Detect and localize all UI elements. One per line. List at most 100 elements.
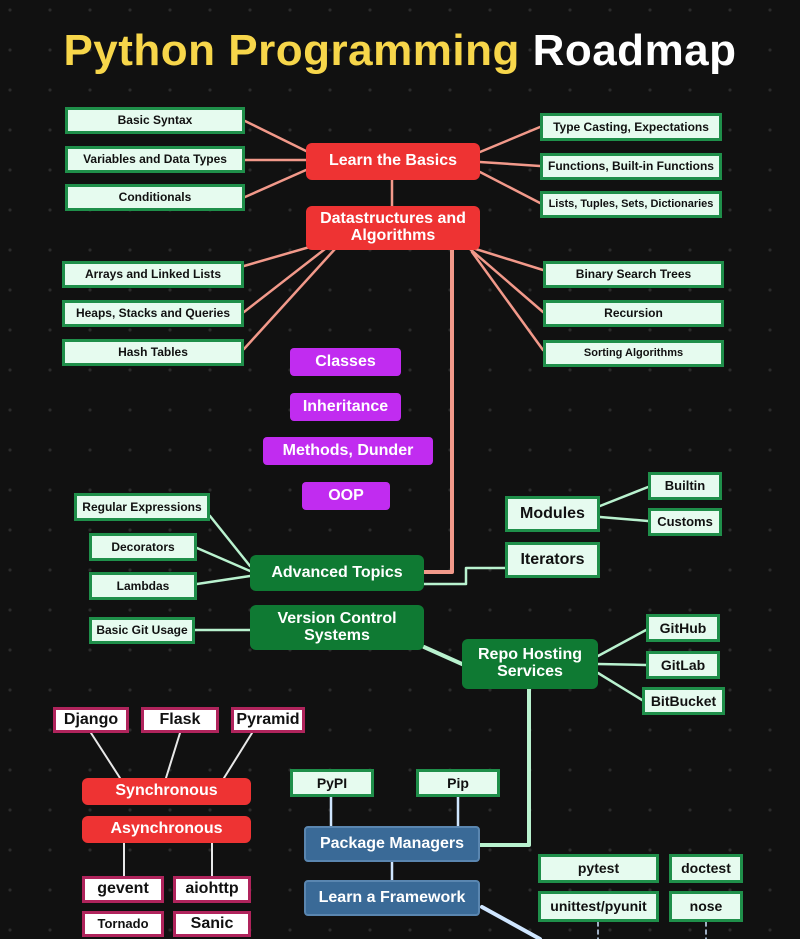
grid-dot xyxy=(648,648,652,652)
node-lambdas: Lambdas xyxy=(89,572,197,600)
grid-dot xyxy=(728,248,732,252)
grid-dot xyxy=(88,408,92,412)
grid-dot xyxy=(528,208,532,212)
grid-dot xyxy=(528,128,532,132)
grid-dot xyxy=(208,88,212,92)
node-decorators: Decorators xyxy=(89,533,197,561)
grid-dot xyxy=(8,488,12,492)
grid-dot xyxy=(8,368,12,372)
grid-dot xyxy=(8,528,12,532)
grid-dot xyxy=(608,688,612,692)
grid-dot xyxy=(488,488,492,492)
node-aiohttp: aiohttp xyxy=(173,876,251,903)
node-datastructures-algorithms: Datastructures and Algorithms xyxy=(306,206,480,250)
grid-dot xyxy=(608,888,612,892)
grid-dot xyxy=(8,448,12,452)
grid-dot xyxy=(208,688,212,692)
grid-dot xyxy=(248,128,252,132)
grid-dot xyxy=(48,168,52,172)
grid-dot xyxy=(488,368,492,372)
node-modules: Modules xyxy=(505,496,600,532)
grid-dot xyxy=(88,448,92,452)
grid-dot xyxy=(248,768,252,772)
grid-dot xyxy=(408,128,412,132)
grid-dot xyxy=(728,888,732,892)
node-builtin: Builtin xyxy=(648,472,722,500)
grid-dot xyxy=(768,608,772,612)
grid-dot xyxy=(728,768,732,772)
grid-dot xyxy=(728,88,732,92)
grid-dot xyxy=(728,728,732,732)
grid-dot xyxy=(608,768,612,772)
grid-dot xyxy=(8,568,12,572)
grid-dot xyxy=(448,728,452,732)
grid-dot xyxy=(368,288,372,292)
node-functions: Functions, Built-in Functions xyxy=(540,153,722,180)
grid-dot xyxy=(368,928,372,932)
grid-dot xyxy=(608,608,612,612)
grid-dot xyxy=(408,928,412,932)
grid-dot xyxy=(368,528,372,532)
grid-dot xyxy=(248,648,252,652)
grid-dot xyxy=(728,448,732,452)
grid-dot xyxy=(168,648,172,652)
grid-dot xyxy=(408,488,412,492)
grid-dot xyxy=(608,528,612,532)
node-conditionals: Conditionals xyxy=(65,184,245,211)
grid-dot xyxy=(208,368,212,372)
grid-dot xyxy=(688,328,692,332)
grid-dot xyxy=(128,528,132,532)
grid-dot xyxy=(688,8,692,12)
grid-dot xyxy=(728,208,732,212)
grid-dot xyxy=(488,888,492,892)
node-unittest-pyunit: unittest/pyunit xyxy=(538,891,659,922)
grid-dot xyxy=(688,888,692,892)
grid-dot xyxy=(528,728,532,732)
grid-dot xyxy=(608,848,612,852)
grid-dot xyxy=(568,408,572,412)
node-lists-tuples: Lists, Tuples, Sets, Dictionaries xyxy=(540,191,722,218)
grid-dot xyxy=(168,48,172,52)
node-methods-dunder: Methods, Dunder xyxy=(263,437,433,465)
grid-dot xyxy=(288,288,292,292)
grid-dot xyxy=(768,248,772,252)
grid-dot xyxy=(608,48,612,52)
grid-dot xyxy=(208,8,212,12)
grid-dot xyxy=(448,928,452,932)
grid-dot xyxy=(568,448,572,452)
grid-dot xyxy=(248,488,252,492)
grid-dot xyxy=(648,728,652,732)
node-pytest: pytest xyxy=(538,854,659,883)
grid-dot xyxy=(8,128,12,132)
grid-dot xyxy=(448,448,452,452)
grid-dot xyxy=(728,648,732,652)
grid-dot xyxy=(88,848,92,852)
grid-dot xyxy=(48,408,52,412)
grid-dot xyxy=(608,328,612,332)
grid-dot xyxy=(568,288,572,292)
grid-dot xyxy=(448,368,452,372)
node-sanic: Sanic xyxy=(173,911,251,937)
grid-dot xyxy=(288,848,292,852)
grid-dot xyxy=(88,808,92,812)
grid-dot xyxy=(8,208,12,212)
grid-dot xyxy=(368,728,372,732)
grid-dot xyxy=(568,368,572,372)
grid-dot xyxy=(248,48,252,52)
grid-dot xyxy=(168,328,172,332)
node-version-control-systems: Version Control Systems xyxy=(250,605,424,650)
grid-dot xyxy=(88,528,92,532)
grid-dot xyxy=(768,408,772,412)
grid-dot xyxy=(568,8,572,12)
grid-dot xyxy=(768,928,772,932)
grid-dot xyxy=(48,208,52,212)
grid-dot xyxy=(168,808,172,812)
grid-dot xyxy=(688,648,692,652)
grid-dot xyxy=(648,368,652,372)
grid-dot xyxy=(168,848,172,852)
grid-dot xyxy=(168,608,172,612)
grid-dot xyxy=(528,328,532,332)
grid-dot xyxy=(248,688,252,692)
grid-dot xyxy=(568,328,572,332)
grid-dot xyxy=(248,8,252,12)
